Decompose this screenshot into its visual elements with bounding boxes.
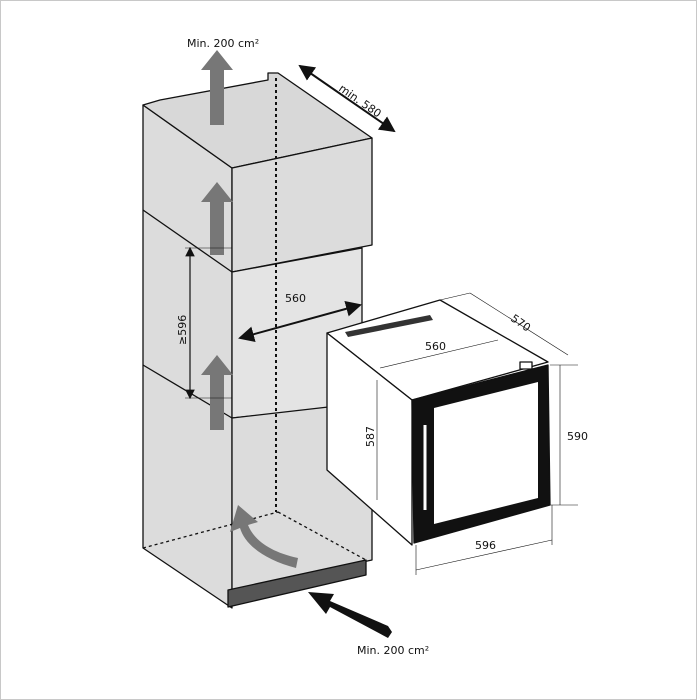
air-inlet-arrow-icon	[308, 592, 392, 638]
arrow-up-icon	[201, 355, 233, 430]
appliance	[326, 299, 551, 546]
cabinet-plinth-vent	[227, 559, 367, 608]
hidden-edge	[142, 511, 279, 549]
cabinet-width-label: 560	[285, 292, 306, 305]
arrow-up-icon	[201, 50, 233, 125]
dimension-lines	[185, 64, 578, 575]
top-vent-label: Min. 200 cm²	[187, 37, 259, 50]
cabinet-height-label: ≥596	[176, 315, 189, 345]
bottom-vent-label: Min. 200 cm²	[357, 644, 429, 657]
cabinet-depth-label: min. 580	[336, 82, 383, 121]
appliance-left-side	[326, 332, 413, 546]
appliance-window	[434, 382, 538, 524]
arrow-up-icon	[201, 182, 233, 255]
appliance-hinge	[519, 361, 533, 370]
hidden-edge	[277, 511, 367, 561]
shelf-edge	[142, 209, 233, 273]
appliance-height-label: 590	[567, 430, 588, 443]
appliance-inner-width-label: 560	[425, 340, 446, 353]
curved-arrow-icon	[230, 505, 298, 568]
appliance-body-height-label: 587	[364, 426, 377, 447]
cabinet-left-side	[142, 104, 233, 609]
airflow-arrows	[201, 50, 298, 568]
appliance-depth-label: 570	[508, 312, 533, 335]
cabinet-upper-front	[231, 137, 373, 273]
appliance-vent-grille	[345, 315, 433, 337]
appliance-width-label: 596	[475, 539, 496, 552]
